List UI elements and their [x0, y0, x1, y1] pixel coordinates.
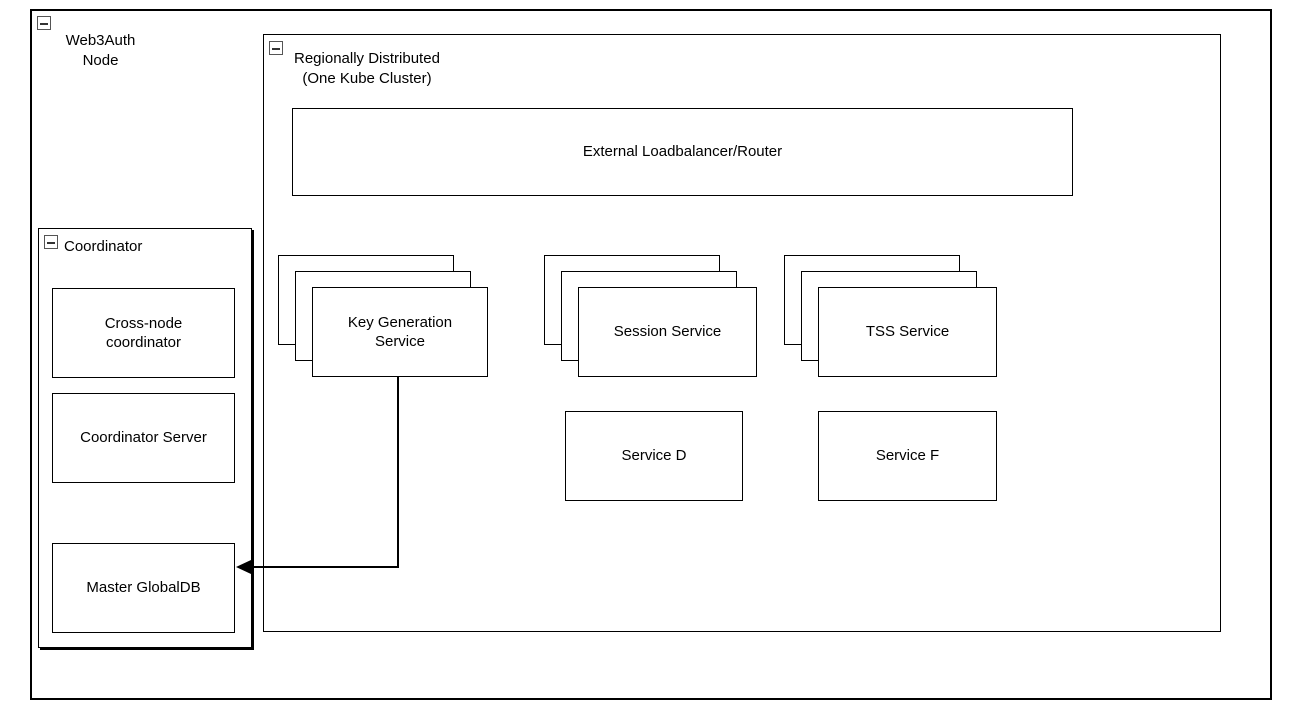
coordinator-label: Coordinator	[64, 238, 143, 255]
coordinator-server-label: Coordinator Server	[80, 429, 207, 447]
service-d-label: Service D	[621, 447, 687, 465]
tss-service-label: TSS Service	[865, 323, 950, 341]
key-generation-service-label: Key Generation Service	[347, 313, 453, 351]
collapse-icon-regionally-distributed[interactable]	[269, 41, 283, 55]
master-globaldb-label: Master GlobalDB	[86, 579, 201, 597]
external-loadbalancer-node[interactable]: External Loadbalancer/Router	[292, 108, 1073, 196]
key-generation-service-node[interactable]: Key Generation Service	[312, 287, 488, 377]
cross-node-coordinator-label: Cross-node coordinator	[104, 314, 183, 352]
service-d-node[interactable]: Service D	[565, 411, 743, 501]
session-service-stack[interactable]: Session Service	[544, 255, 757, 377]
service-f-label: Service F	[875, 447, 940, 465]
key-generation-service-stack[interactable]: Key Generation Service	[278, 255, 488, 377]
external-loadbalancer-label: External Loadbalancer/Router	[582, 143, 783, 161]
tss-service-stack[interactable]: TSS Service	[784, 255, 997, 377]
regionally-distributed-label: Regionally Distributed (One Kube Cluster…	[294, 50, 440, 88]
tss-service-node[interactable]: TSS Service	[818, 287, 997, 377]
session-service-label: Session Service	[613, 323, 722, 341]
collapse-icon-coordinator[interactable]	[44, 235, 58, 249]
session-service-node[interactable]: Session Service	[578, 287, 757, 377]
collapse-icon-web3auth-node[interactable]	[37, 16, 51, 30]
service-f-node[interactable]: Service F	[818, 411, 997, 501]
coordinator-server-node[interactable]: Coordinator Server	[52, 393, 235, 483]
master-globaldb-node[interactable]: Master GlobalDB	[52, 543, 235, 633]
web3auth-node-label: Web3Auth Node	[65, 32, 136, 70]
cross-node-coordinator-node[interactable]: Cross-node coordinator	[52, 288, 235, 378]
